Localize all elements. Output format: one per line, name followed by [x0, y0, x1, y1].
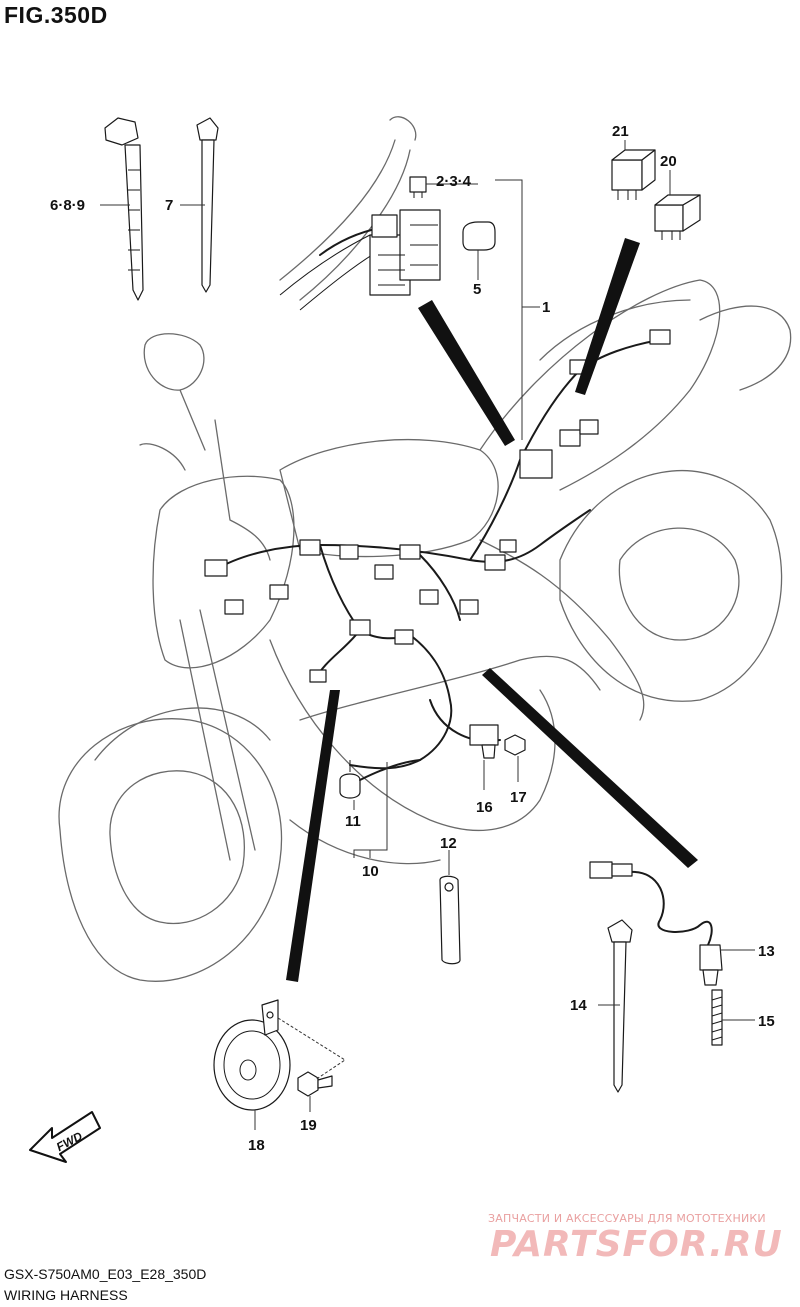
- cable-tie-6-8-9[interactable]: [104, 117, 144, 301]
- callout-20: 20: [660, 153, 677, 170]
- clamp-12[interactable]: [439, 875, 461, 965]
- switch-11[interactable]: [339, 759, 421, 799]
- fuse-2-3-4[interactable]: [409, 176, 427, 198]
- callout-11: 11: [345, 813, 361, 830]
- sensor-16[interactable]: [469, 724, 499, 759]
- callout-18: 18: [248, 1137, 265, 1154]
- callout-17: 17: [510, 789, 527, 806]
- callout-13: 13: [758, 943, 775, 960]
- section-name: WIRING HARNESS: [4, 1287, 128, 1303]
- watermark-caption: ЗАПЧАСТИ И АКСЕССУАРЫ ДЛЯ МОТОТЕХНИКИ: [488, 1212, 766, 1225]
- callout-1: 1: [542, 299, 550, 316]
- spring-15[interactable]: [711, 989, 723, 1046]
- callout-7: 7: [165, 197, 173, 214]
- model-code: GSX-S750AM0_E03_E28_350D: [4, 1266, 207, 1282]
- cable-tie-14[interactable]: [607, 919, 633, 1093]
- leader-lines: [100, 140, 755, 1130]
- relay-21[interactable]: [611, 149, 656, 200]
- callout-14: 14: [570, 997, 587, 1014]
- bolt-17[interactable]: [504, 734, 526, 756]
- callout-12: 12: [440, 835, 457, 852]
- callout-10: 10: [362, 863, 379, 880]
- sensor-13[interactable]: [589, 861, 723, 986]
- callout-5: 5: [473, 281, 481, 298]
- callout-16: 16: [476, 799, 493, 816]
- callout-6-8-9: 6·8·9: [50, 197, 85, 214]
- motorcycle-outline: [58, 116, 792, 982]
- callout-2-3-4: 2·3·4: [436, 173, 472, 190]
- cable-tie-7[interactable]: [196, 117, 219, 293]
- callout-19: 19: [300, 1117, 317, 1134]
- bolt-19[interactable]: [277, 1017, 346, 1097]
- main-wiring-harness[interactable]: [204, 329, 671, 770]
- fuse-5[interactable]: [462, 221, 496, 251]
- watermark-logo: PARTSFOR.RU: [490, 1224, 783, 1265]
- callout-21: 21: [612, 123, 629, 140]
- relay-20[interactable]: [654, 194, 701, 240]
- fuse-box-assembly[interactable]: [279, 209, 441, 311]
- callout-labels: 1 2·3·4 5 6·8·9 7 10 11 12 13 14 15 16 1…: [50, 123, 775, 1154]
- callout-15: 15: [758, 1013, 775, 1030]
- fwd-arrow-icon: FWD: [29, 1111, 101, 1163]
- horn-18[interactable]: [213, 999, 291, 1111]
- pointer-wedges: [286, 238, 698, 982]
- figure-title: FIG.350D: [4, 2, 108, 28]
